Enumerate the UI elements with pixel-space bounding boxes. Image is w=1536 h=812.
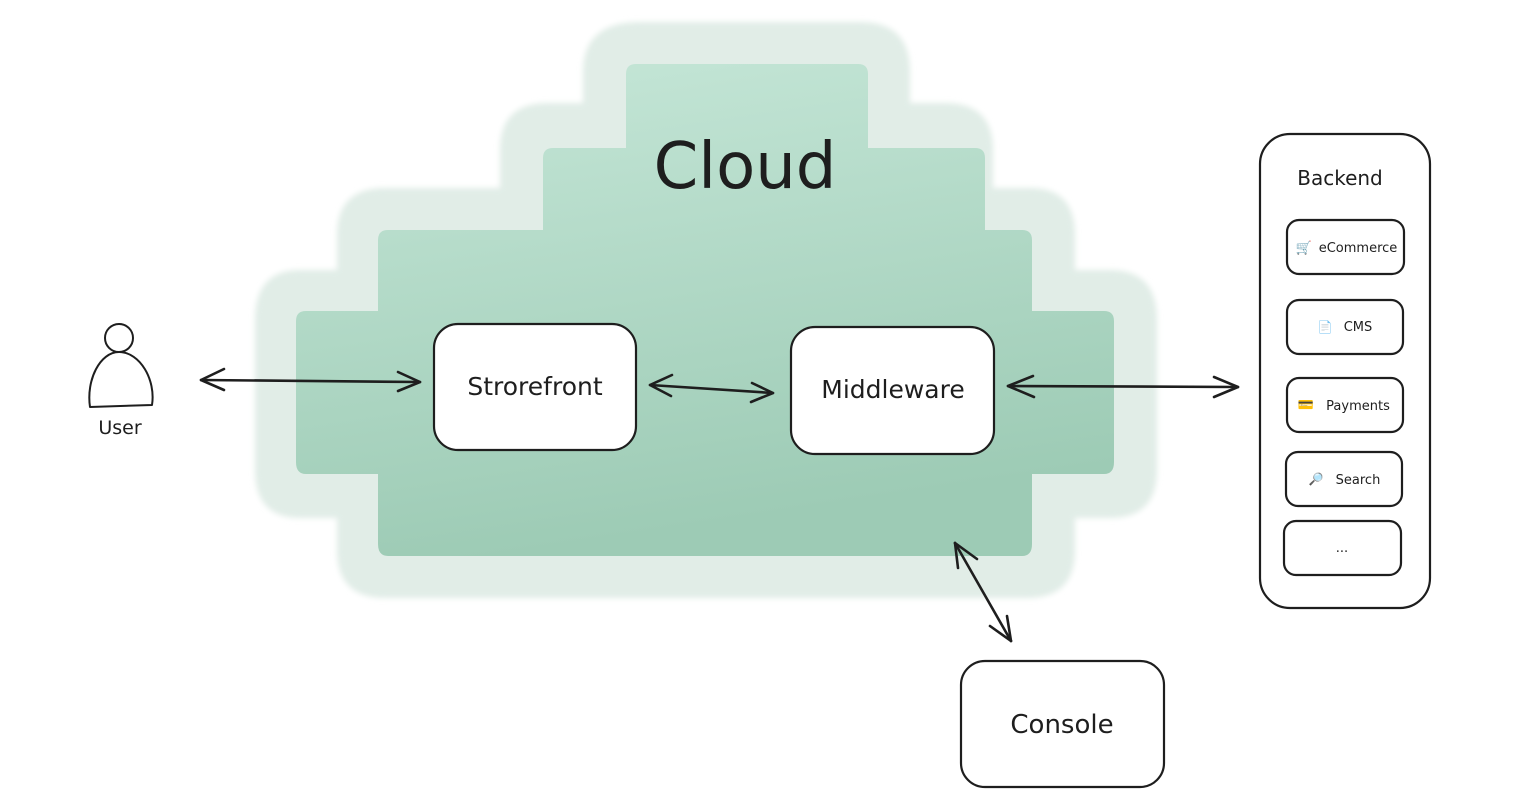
storefront-node[interactable]: Strorefront [432, 322, 638, 452]
user-label: User [98, 417, 141, 439]
backend-item-cms[interactable]: 📄 CMS [1285, 298, 1405, 356]
backend-item-payments[interactable]: 💳 Payments [1285, 376, 1405, 434]
middleware-label: Middleware [821, 375, 964, 404]
backend-item-label: CMS [1344, 320, 1373, 335]
backend-item-more[interactable]: ... [1282, 519, 1403, 577]
backend-item-label: eCommerce [1319, 241, 1398, 256]
user-actor[interactable]: User [88, 323, 154, 439]
shopping-cart-icon: 🛒 [1296, 240, 1312, 256]
backend-item-box [1282, 519, 1403, 577]
magnifier-icon: 🔎 [1309, 471, 1324, 486]
backend-title: Backend [1297, 166, 1383, 190]
document-icon: 📄 [1318, 320, 1333, 334]
middleware-node[interactable]: Middleware [789, 325, 996, 456]
storefront-box [432, 322, 638, 452]
backend-item-ecommerce[interactable]: 🛒 eCommerce [1285, 218, 1406, 276]
console-node[interactable]: Console [959, 659, 1166, 789]
storefront-label: Strorefront [467, 372, 602, 401]
arrow-middleware-backend [1006, 374, 1240, 399]
backend-item-box [1284, 450, 1404, 508]
cloud-region: Cloud [255, 22, 1157, 598]
backend-item-label: Payments [1326, 399, 1390, 414]
backend-item-label: Search [1336, 473, 1381, 488]
arrow-user-storefront [199, 367, 422, 393]
person-icon [88, 323, 154, 408]
arrow-storefront-middleware [648, 373, 775, 404]
cloud-title: Cloud [654, 130, 837, 204]
arrow-cloud-console [953, 541, 1013, 643]
backend-item-box [1285, 376, 1405, 434]
console-box [959, 659, 1166, 789]
backend-item-search[interactable]: 🔎 Search [1284, 450, 1404, 508]
console-label: Console [1010, 710, 1113, 740]
backend-item-label: ... [1336, 541, 1348, 556]
backend-item-box [1285, 218, 1406, 276]
middleware-box [789, 325, 996, 456]
backend-container[interactable]: Backend 🛒 eCommerce 📄 CMS 💳 Payments 🔎 S… [1258, 132, 1432, 610]
credit-card-icon: 💳 [1298, 398, 1314, 413]
backend-item-box [1285, 298, 1405, 356]
